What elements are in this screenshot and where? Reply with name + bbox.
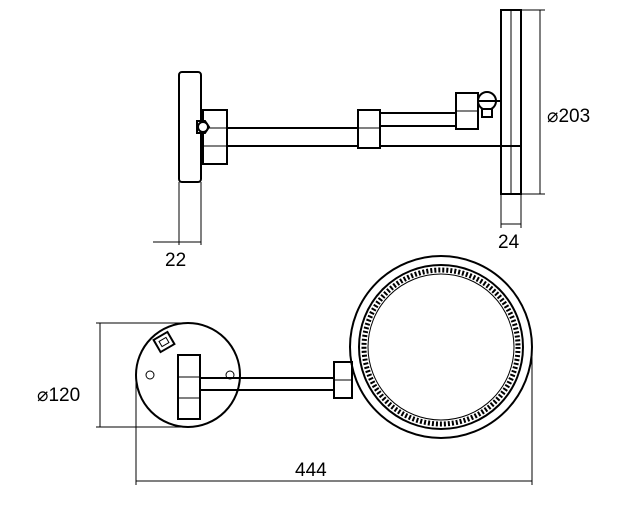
dim-overall-length-label: 444 <box>295 460 327 481</box>
screw-hole-left <box>145 370 155 380</box>
dim-mirror-depth-label: 24 <box>498 232 520 253</box>
dim-mirror-depth: 24 <box>498 194 522 253</box>
side-top-hinge <box>455 91 500 130</box>
side-wall-bracket <box>196 109 228 165</box>
dim-wall-plate-diameter: ⌀120 <box>37 322 188 428</box>
dim-mirror-diameter: ⌀203 <box>521 9 590 195</box>
front-mirror-joint <box>333 361 353 399</box>
front-view: ⌀120 444 <box>37 255 533 485</box>
side-view: ⌀203 22 24 <box>153 9 590 271</box>
front-wall-bracket <box>177 354 201 420</box>
dim-wall-plate-depth-label: 22 <box>165 250 186 271</box>
side-mirror <box>500 9 522 195</box>
power-switch-icon <box>152 330 176 354</box>
side-middle-hinge <box>357 109 381 149</box>
dim-overall-length: 444 <box>135 347 533 485</box>
dim-wall-plate-depth: 22 <box>153 182 202 271</box>
dim-mirror-diameter-label: ⌀203 <box>547 106 590 127</box>
front-mirror <box>349 255 533 439</box>
side-arm <box>227 127 360 147</box>
dim-wall-plate-diameter-label: ⌀120 <box>37 385 80 406</box>
front-arm <box>200 377 336 391</box>
led-ring <box>361 267 521 427</box>
side-upper-arm <box>380 112 500 147</box>
